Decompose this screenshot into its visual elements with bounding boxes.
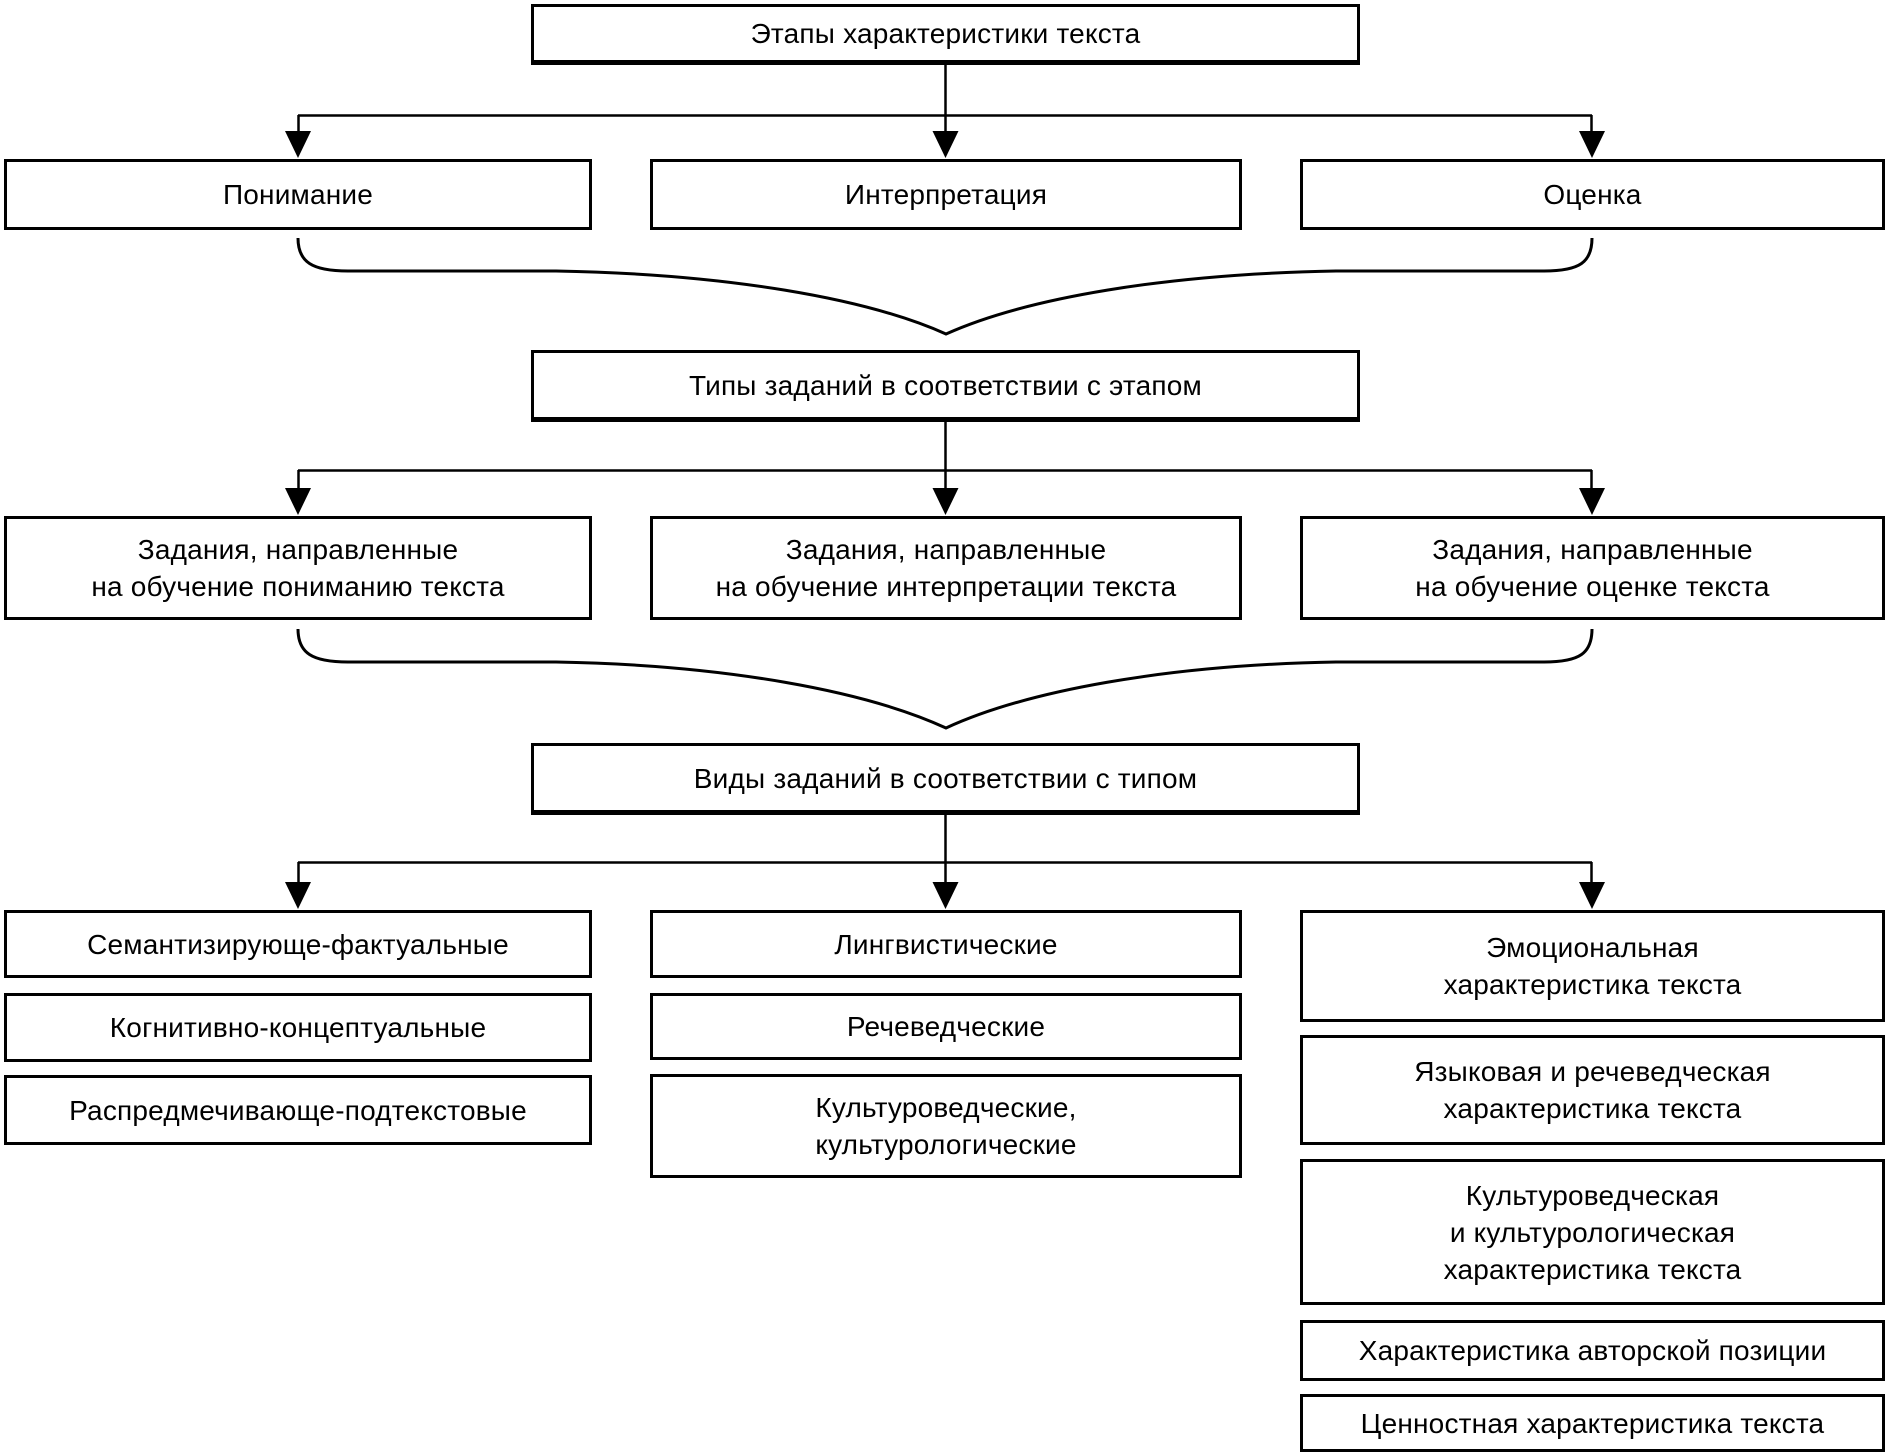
node-kind-cultural-culturological: Культуроведческие, культурологические — [650, 1074, 1242, 1178]
node-root: Этапы характеристики текста — [531, 4, 1360, 65]
arrowhead-icon — [932, 131, 959, 158]
node-kind-language-speech-characteristic: Языковая и речеведческая характеристика … — [1300, 1035, 1885, 1145]
node-type-understanding: Задания, направленные на обучение понима… — [4, 516, 592, 620]
node-kind-culturological-characteristic: Культуроведческая и культурологическая х… — [1300, 1159, 1885, 1305]
node-kind-value-characteristic: Ценностная характеристика текста — [1300, 1394, 1885, 1452]
node-kind-linguistic: Лингвистические — [650, 910, 1242, 978]
arrowhead-icon — [1579, 488, 1605, 515]
node-kind-semantic-factual: Семантизирующе-фактуальные — [4, 910, 592, 978]
node-kind-author-position-characteristic: Характеристика авторской позиции — [1300, 1320, 1885, 1381]
node-kind-speech-studies: Речеведческие — [650, 993, 1242, 1060]
node-types-title: Типы заданий в соответствии с этапом — [531, 350, 1360, 422]
node-type-evaluation: Задания, направленные на обучение оценке… — [1300, 516, 1885, 620]
arrowhead-icon — [285, 131, 311, 158]
arrowhead-icon — [1579, 882, 1605, 909]
arrowhead-icon — [285, 882, 311, 909]
arrowhead-icon — [932, 882, 959, 909]
node-stage-evaluation: Оценка — [1300, 159, 1885, 230]
node-type-interpretation: Задания, направленные на обучение интерп… — [650, 516, 1242, 620]
node-kind-emotional-characteristic: Эмоциональная характеристика текста — [1300, 910, 1885, 1022]
brace-icon-bottom — [296, 628, 1594, 730]
node-kind-deobjectifying-subtext: Распредмечивающе-подтекстовые — [4, 1075, 592, 1145]
node-stage-interpretation: Интерпретация — [650, 159, 1242, 230]
node-stage-understanding: Понимание — [4, 159, 592, 230]
brace-icon-top — [296, 237, 1594, 336]
arrowhead-icon — [1579, 131, 1605, 158]
node-kinds-title: Виды заданий в соответствии с типом — [531, 743, 1360, 815]
arrowhead-icon — [285, 488, 311, 515]
node-kind-cognitive-conceptual: Когнитивно-концептуальные — [4, 993, 592, 1062]
arrowhead-icon — [932, 488, 959, 515]
